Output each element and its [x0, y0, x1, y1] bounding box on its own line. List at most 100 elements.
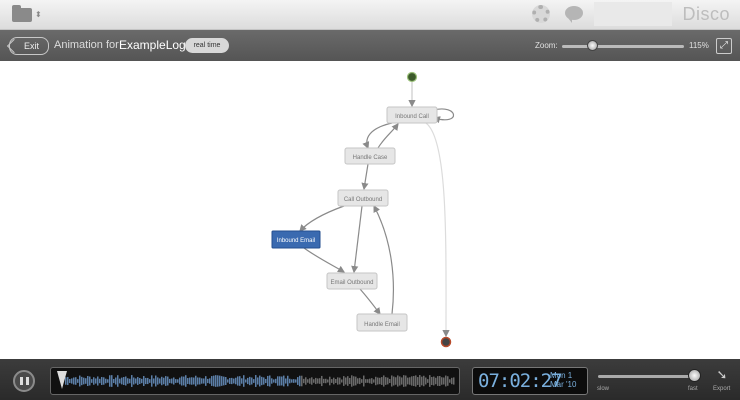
waveform-bar — [413, 375, 415, 387]
waveform-bar — [133, 377, 135, 385]
activity-handle-email[interactable]: Handle Email — [356, 313, 408, 332]
waveform-bar — [159, 378, 161, 384]
waveform-bar — [125, 376, 127, 386]
waveform-bar — [259, 375, 261, 387]
waveform-bar — [195, 375, 197, 387]
start-node[interactable] — [406, 71, 418, 83]
zoom-slider-handle[interactable] — [587, 40, 598, 51]
waveform-bar — [151, 375, 153, 387]
waveform-bar — [431, 377, 433, 385]
waveform-bar — [111, 375, 113, 387]
waveform-bar — [443, 377, 445, 385]
activity-inbound-email[interactable]: Inbound Email — [271, 230, 321, 249]
waveform-bar — [157, 377, 159, 385]
waveform-bar — [295, 379, 297, 383]
waveform-bar — [255, 375, 257, 387]
waveform-bar — [163, 377, 165, 385]
waveform-bar — [405, 375, 407, 387]
folder-icon[interactable] — [12, 5, 32, 22]
waveform-bar — [127, 378, 129, 384]
waveform-bar — [307, 379, 309, 383]
top-bar: ⬍ Disco — [0, 0, 740, 30]
waveform-bar — [77, 379, 79, 383]
waveform-bar — [425, 377, 427, 385]
lifebuoy-icon[interactable] — [532, 5, 550, 23]
waveform-bar — [325, 378, 327, 384]
waveform-bar — [253, 379, 255, 383]
waveform-bar — [345, 377, 347, 385]
chevron-updown-icon[interactable]: ⬍ — [35, 10, 42, 19]
waveform-bar — [75, 377, 77, 385]
log-name: ExampleLog — [119, 38, 186, 52]
animation-toolbar: Exit Animation for ExampleLog real time … — [0, 30, 740, 61]
realtime-button[interactable]: real time — [185, 38, 229, 53]
speed-slider-handle[interactable] — [688, 369, 701, 382]
edge-handle-email-call-outbound — [373, 204, 394, 315]
waveform-bar — [165, 376, 167, 386]
waveform-bar — [407, 377, 409, 385]
waveform-bar — [81, 376, 83, 386]
waveform-bar — [173, 377, 175, 385]
activity-label: Inbound Email — [277, 238, 315, 244]
waveform-bar — [121, 377, 123, 385]
waveform-bar — [139, 378, 141, 384]
waveform-bar — [283, 375, 285, 387]
waveform-bar — [235, 377, 237, 385]
waveform-bar — [197, 377, 199, 385]
waveform-bar — [403, 375, 405, 387]
clock-time: 07:02:27 — [478, 370, 563, 392]
waveform-bar — [291, 379, 293, 383]
playhead-marker[interactable] — [57, 371, 67, 389]
waveform-bar — [387, 377, 389, 385]
waveform-bar — [115, 377, 117, 385]
waveform-bar — [383, 375, 385, 387]
waveform-bar — [439, 375, 441, 387]
clock-display: 07:02:27 Mon 1 Mar '10 — [472, 367, 588, 395]
waveform-bar — [191, 377, 193, 385]
waveform-bar — [379, 377, 381, 385]
waveform-bar — [103, 377, 105, 385]
waveform-bar — [335, 379, 337, 383]
expand-icon[interactable]: ⤢ — [716, 38, 732, 54]
export-arrow-icon[interactable]: ➘ — [716, 367, 728, 382]
speed-slider-track[interactable] — [598, 375, 700, 378]
waveform-bar — [141, 378, 143, 384]
waveform-bar — [227, 379, 229, 383]
edge-email-outbound-handle-email — [359, 288, 381, 315]
waveform-bar — [117, 375, 119, 387]
waveform-bar — [281, 376, 283, 386]
clock-month: Mar '10 — [550, 380, 577, 389]
waveform-bar — [95, 378, 97, 384]
activity-email-outbound[interactable]: Email Outbound — [326, 272, 378, 290]
waveform-bar — [369, 378, 371, 384]
waveform-bar — [101, 376, 103, 386]
waveform-bar — [251, 377, 253, 385]
waveform-bar — [377, 377, 379, 385]
waveform-bar — [265, 378, 267, 384]
pause-button[interactable] — [13, 370, 35, 392]
waveform-bar — [167, 376, 169, 386]
waveform-bar — [323, 378, 325, 384]
chat-bubble-icon[interactable] — [565, 6, 583, 23]
activity-handle-case[interactable]: Handle Case — [344, 147, 396, 165]
waveform-bar — [199, 377, 201, 385]
activity-call-outbound[interactable]: Call Outbound — [337, 189, 389, 207]
process-map-canvas[interactable]: Inbound Call Handle Case Call Outbound I… — [0, 62, 740, 359]
waveform-bar — [123, 377, 125, 385]
waveform-bar — [249, 376, 251, 386]
end-node[interactable] — [440, 336, 452, 348]
waveform-bar — [309, 378, 311, 384]
exit-button[interactable]: Exit — [9, 37, 50, 55]
activity-inbound-call[interactable]: Inbound Call — [386, 106, 438, 124]
waveform-bar — [435, 377, 437, 385]
waveform-bar — [135, 378, 137, 384]
edge-call-outbound-inbound-email — [299, 205, 345, 232]
waveform-bar — [179, 377, 181, 385]
waveform-bar — [187, 378, 189, 384]
zoom-slider-track[interactable] — [562, 45, 684, 48]
timeline-scrubber[interactable] — [50, 367, 460, 395]
blank-panel — [594, 2, 672, 26]
edge-inbound-call-handle-case — [362, 122, 393, 150]
waveform-bar — [401, 377, 403, 385]
waveform-bar — [293, 379, 295, 383]
